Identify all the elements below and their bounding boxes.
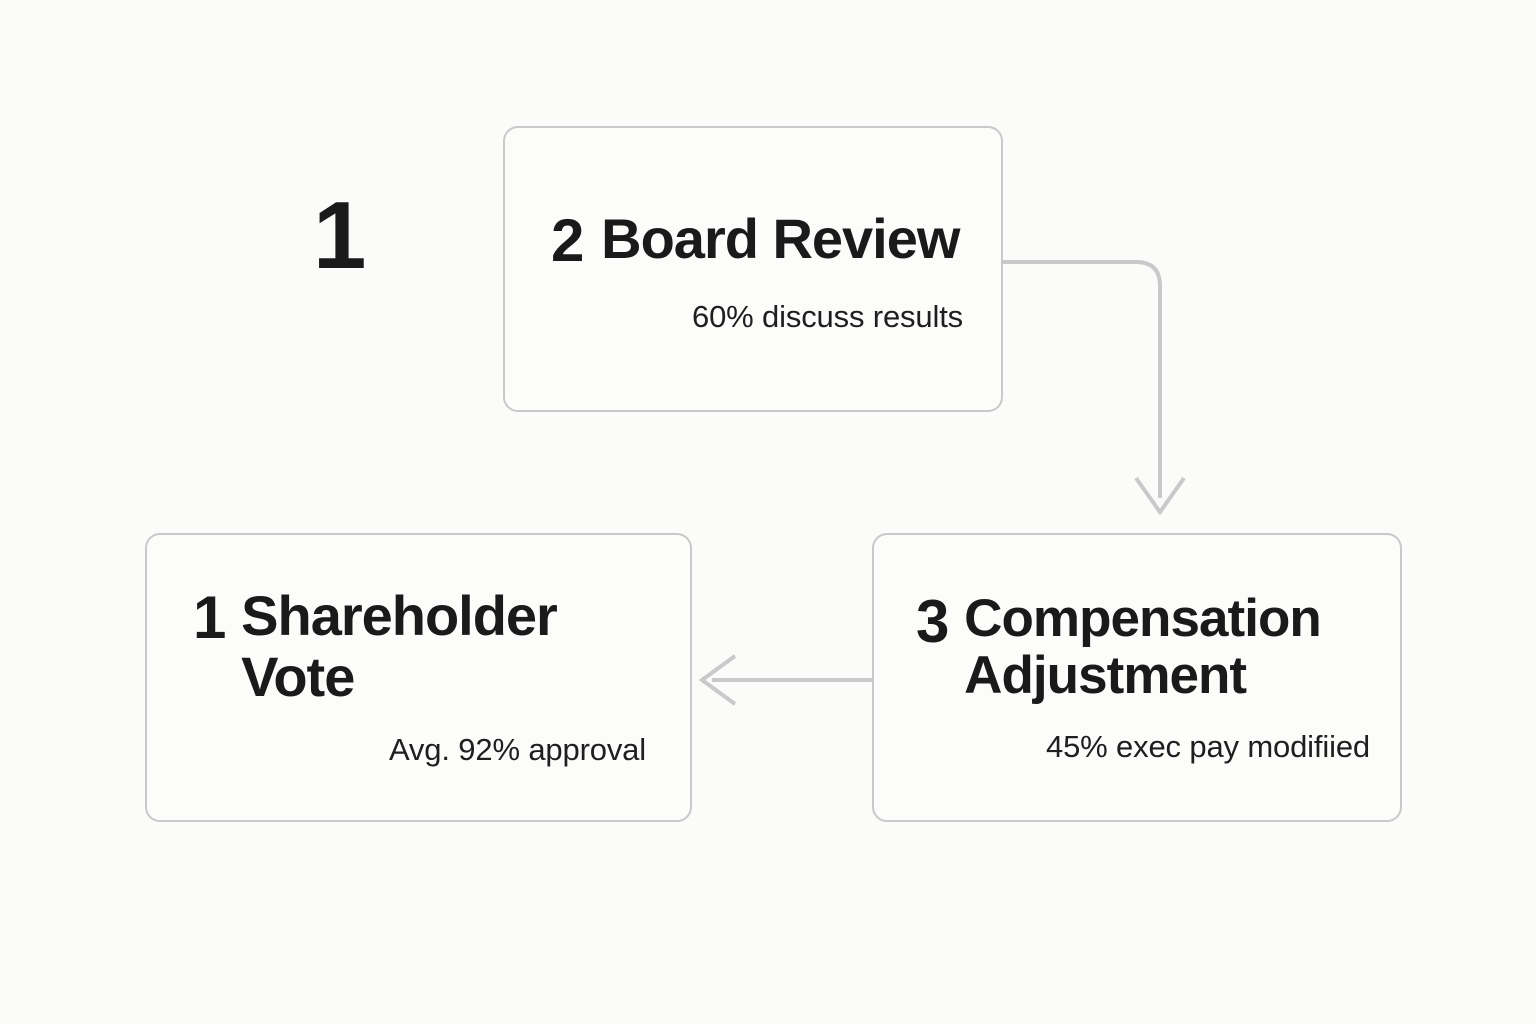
node-header: 3 Compensation Adjustment (916, 587, 1370, 705)
node-index-compensation-adjustment: 3 (916, 587, 949, 655)
node-card-compensation-adjustment[interactable]: 3 Compensation Adjustment 45% exec pay m… (872, 533, 1402, 822)
connector-board-review-to-compensation (1003, 260, 1186, 516)
node-title-board-review: Board Review (601, 206, 960, 270)
node-index-shareholder-vote: 1 (193, 584, 226, 652)
node-title-compensation-adjustment: Compensation Adjustment (964, 588, 1322, 705)
node-subtitle-board-review: 60% discuss results (692, 298, 963, 334)
node-subtitle-shareholder-vote: Avg. 92% approval (388, 732, 646, 768)
orphan-step-number: 1 (313, 182, 366, 289)
connector-compensation-to-shareholder-vote (698, 654, 872, 706)
node-card-shareholder-vote[interactable]: 1 Shareholder Vote Avg. 92% approval (145, 533, 692, 822)
node-card-board-review[interactable]: 2 Board Review 60% discuss results (503, 126, 1003, 412)
node-header: 2 Board Review (551, 203, 963, 272)
node-header: 1 Shareholder Vote (193, 586, 646, 707)
node-title-shareholder-vote: Shareholder Vote (241, 584, 558, 708)
node-index-board-review: 2 (551, 206, 584, 274)
node-subtitle-compensation-adjustment: 45% exec pay modifiied (1046, 729, 1370, 765)
